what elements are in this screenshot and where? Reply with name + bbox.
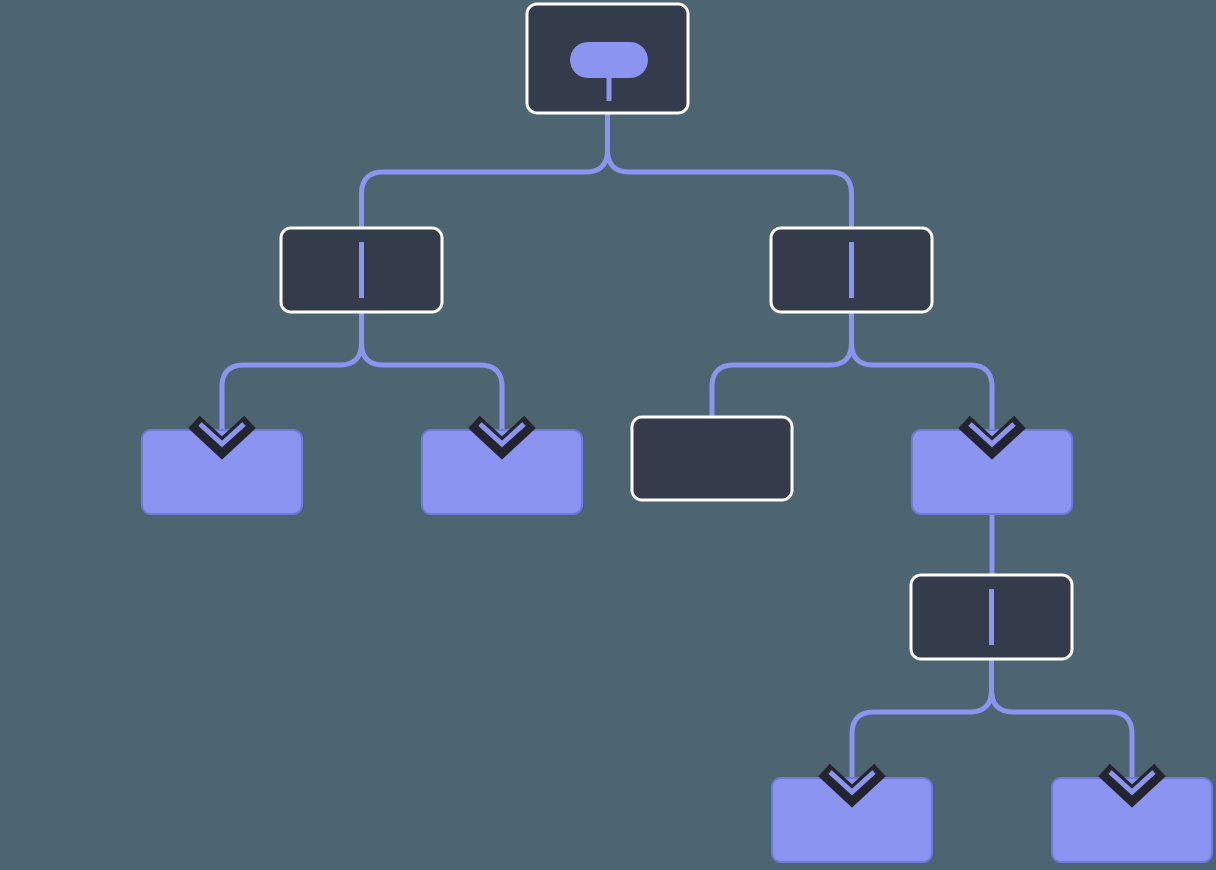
node-branch-right[interactable]: [771, 228, 932, 312]
edge-branch-right-to-empty-dark-leaf: [712, 312, 852, 417]
edge-root-to-branch-left: [362, 113, 608, 228]
node-body-empty-dark-leaf[interactable]: [632, 417, 792, 500]
node-root[interactable]: [527, 4, 688, 113]
node-empty-dark-leaf[interactable]: [632, 417, 792, 500]
edge-root-to-branch-right: [608, 113, 852, 228]
node-sub-branch[interactable]: [911, 575, 1072, 659]
nodes-layer: [142, 4, 1212, 862]
node-branch-left[interactable]: [281, 228, 442, 312]
node-pill-root: [570, 42, 648, 78]
